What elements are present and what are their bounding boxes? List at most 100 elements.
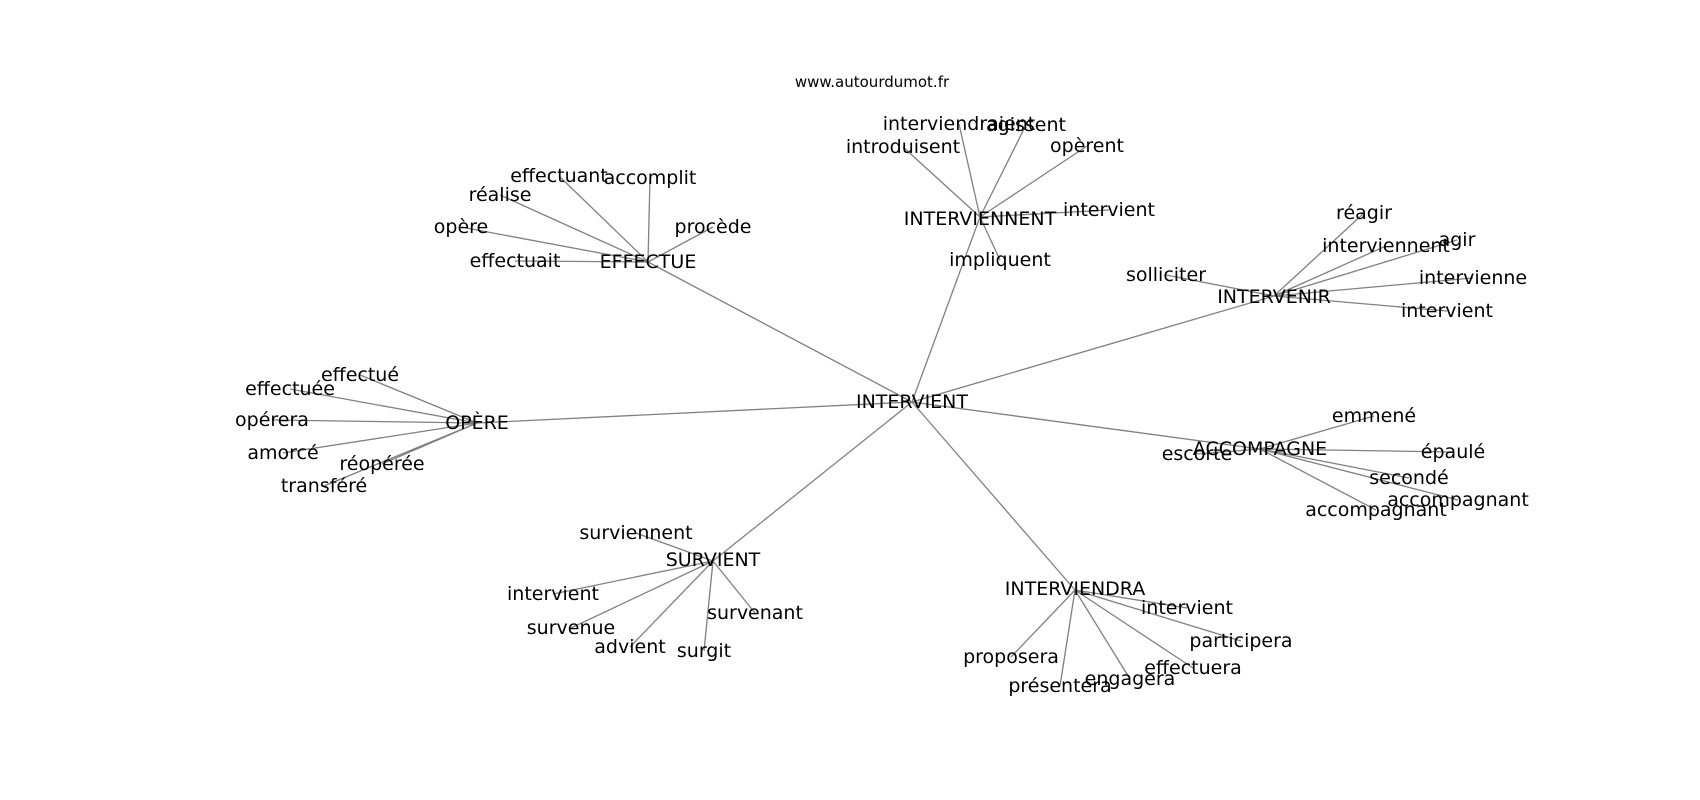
hub-node-label: INTERVENIR [1217,286,1331,308]
edge-hub-word [552,560,714,595]
leaf-node-label: interviendraient [883,113,1036,135]
leaf-node-label: accompagnant [1387,489,1529,511]
leaf-node-label: effectuait [470,250,561,272]
edge-hub-word [1196,448,1261,455]
graph-edges [271,123,1474,687]
edge-hub-word [979,216,1001,261]
edge-hub-word [629,560,714,648]
edge-hub-word [558,175,649,263]
leaf-node-label: réagir [1336,202,1392,224]
leaf-node-label: intervienne [1419,267,1527,289]
leaf-node-label: solliciter [1126,264,1206,286]
edge-hub-word [323,422,478,487]
edge-hub-word [359,374,478,424]
leaf-node-label: introduisent [846,136,960,158]
edge-hub-word [712,560,756,614]
leaf-node-label: emmené [1332,405,1416,427]
leaf-node-label: intervient [1401,300,1493,322]
edge-hub-word [1074,589,1131,680]
edge-hub-word [703,560,714,652]
edge-hub-word [1165,274,1275,297]
graph-labels: www.autourdumot.fr INTERVIENT INTERVIENNE… [235,73,1529,697]
hub-node-label: INTERVIENDRA [1005,578,1145,600]
leaf-node-label: effectuant [510,165,608,187]
root-node-label: INTERVIENT [856,391,968,413]
leaf-node-label: opérera [235,409,309,431]
hub-node-label: OPÈRE [445,411,509,434]
edge-root-hub [911,401,1261,450]
hub-node-label: SURVIENT [666,549,761,571]
edge-hub-word [958,123,981,218]
edge-hub-word [282,422,478,454]
leaf-node-label: opère [434,216,488,238]
leaf-node-label: effectuera [1144,657,1242,679]
edge-root-hub [911,216,981,403]
leaf-node-label: intervient [507,583,599,605]
edge-root-hub [911,295,1275,403]
edge-hub-word [1259,448,1454,453]
edge-hub-word [1273,212,1365,297]
leaf-node-label: procède [675,216,752,238]
edge-hub-word [1273,239,1458,297]
edge-hub-word [570,560,714,629]
leaf-node-label: surgit [677,640,731,662]
edge-hub-word [1273,295,1448,312]
leaf-node-label: surviennent [579,522,692,544]
leaf-node-label: engagera [1085,668,1176,690]
leaf-node-label: escorte [1162,443,1233,465]
hub-node-label: ACCOMPAGNE [1193,438,1327,460]
leaf-node-label: secondé [1369,467,1448,489]
edge-hub-word [1010,589,1076,658]
leaf-node-label: accompagnant [1305,499,1447,521]
edge-hub-word [460,226,649,263]
edge-hub-word [1259,415,1375,450]
leaf-node-label: réopérée [339,453,424,475]
leaf-node-label: amorcé [247,442,318,464]
edge-hub-word [979,145,1088,218]
edge-hub-word [1259,448,1377,511]
edge-hub-word [1074,589,1194,669]
leaf-node-label: interviennent [1322,235,1450,257]
edge-hub-word [514,260,649,263]
leaf-node-label: réalise [469,184,532,206]
hub-node-label: EFFECTUE [600,251,697,273]
edge-root-hub [476,401,913,424]
leaf-node-label: intervient [1063,199,1155,221]
edge-hub-word [1074,589,1188,609]
leaf-node-label: présentera [1008,675,1111,697]
edge-root-hub [647,261,913,403]
leaf-node-label: effectué [321,364,399,386]
leaf-node-label: survenant [707,602,803,624]
leaf-node-label: épaulé [1421,441,1485,463]
edge-root-hub [712,401,913,562]
edge-hub-word [979,124,1027,218]
edge-hub-word [1059,589,1076,687]
leaf-node-label: proposera [963,646,1059,668]
leaf-node-label: agir [1439,229,1476,251]
leaf-node-label: opèrent [1050,135,1124,157]
leaf-node-label: survenue [527,617,615,639]
leaf-node-label: impliquent [949,249,1051,271]
edge-hub-word [1259,448,1459,501]
edge-hub-word [979,209,1110,218]
leaf-node-label: accomplit [604,167,697,189]
edge-hub-word [647,177,651,263]
leaf-node-label: intervient [1141,597,1233,619]
edge-hub-word [1259,448,1410,479]
edge-hub-word [647,226,714,263]
edge-hub-word [1273,277,1474,297]
leaf-node-label: participera [1189,630,1292,652]
leaf-node-label: agissent [986,114,1066,136]
edge-hub-word [1273,245,1387,297]
leaf-node-label: transféré [281,475,367,497]
edge-hub-word [635,532,714,562]
edge-hub-word [902,146,981,218]
edge-hub-word [1074,589,1242,642]
leaf-node-label: effectuée [245,378,335,400]
leaf-node-label: advient [594,636,665,658]
source-credit: www.autourdumot.fr [795,73,950,91]
edge-root-hub [911,401,1076,591]
edge-hub-word [289,388,478,424]
hub-node-label: INTERVIENNENT [904,208,1057,230]
